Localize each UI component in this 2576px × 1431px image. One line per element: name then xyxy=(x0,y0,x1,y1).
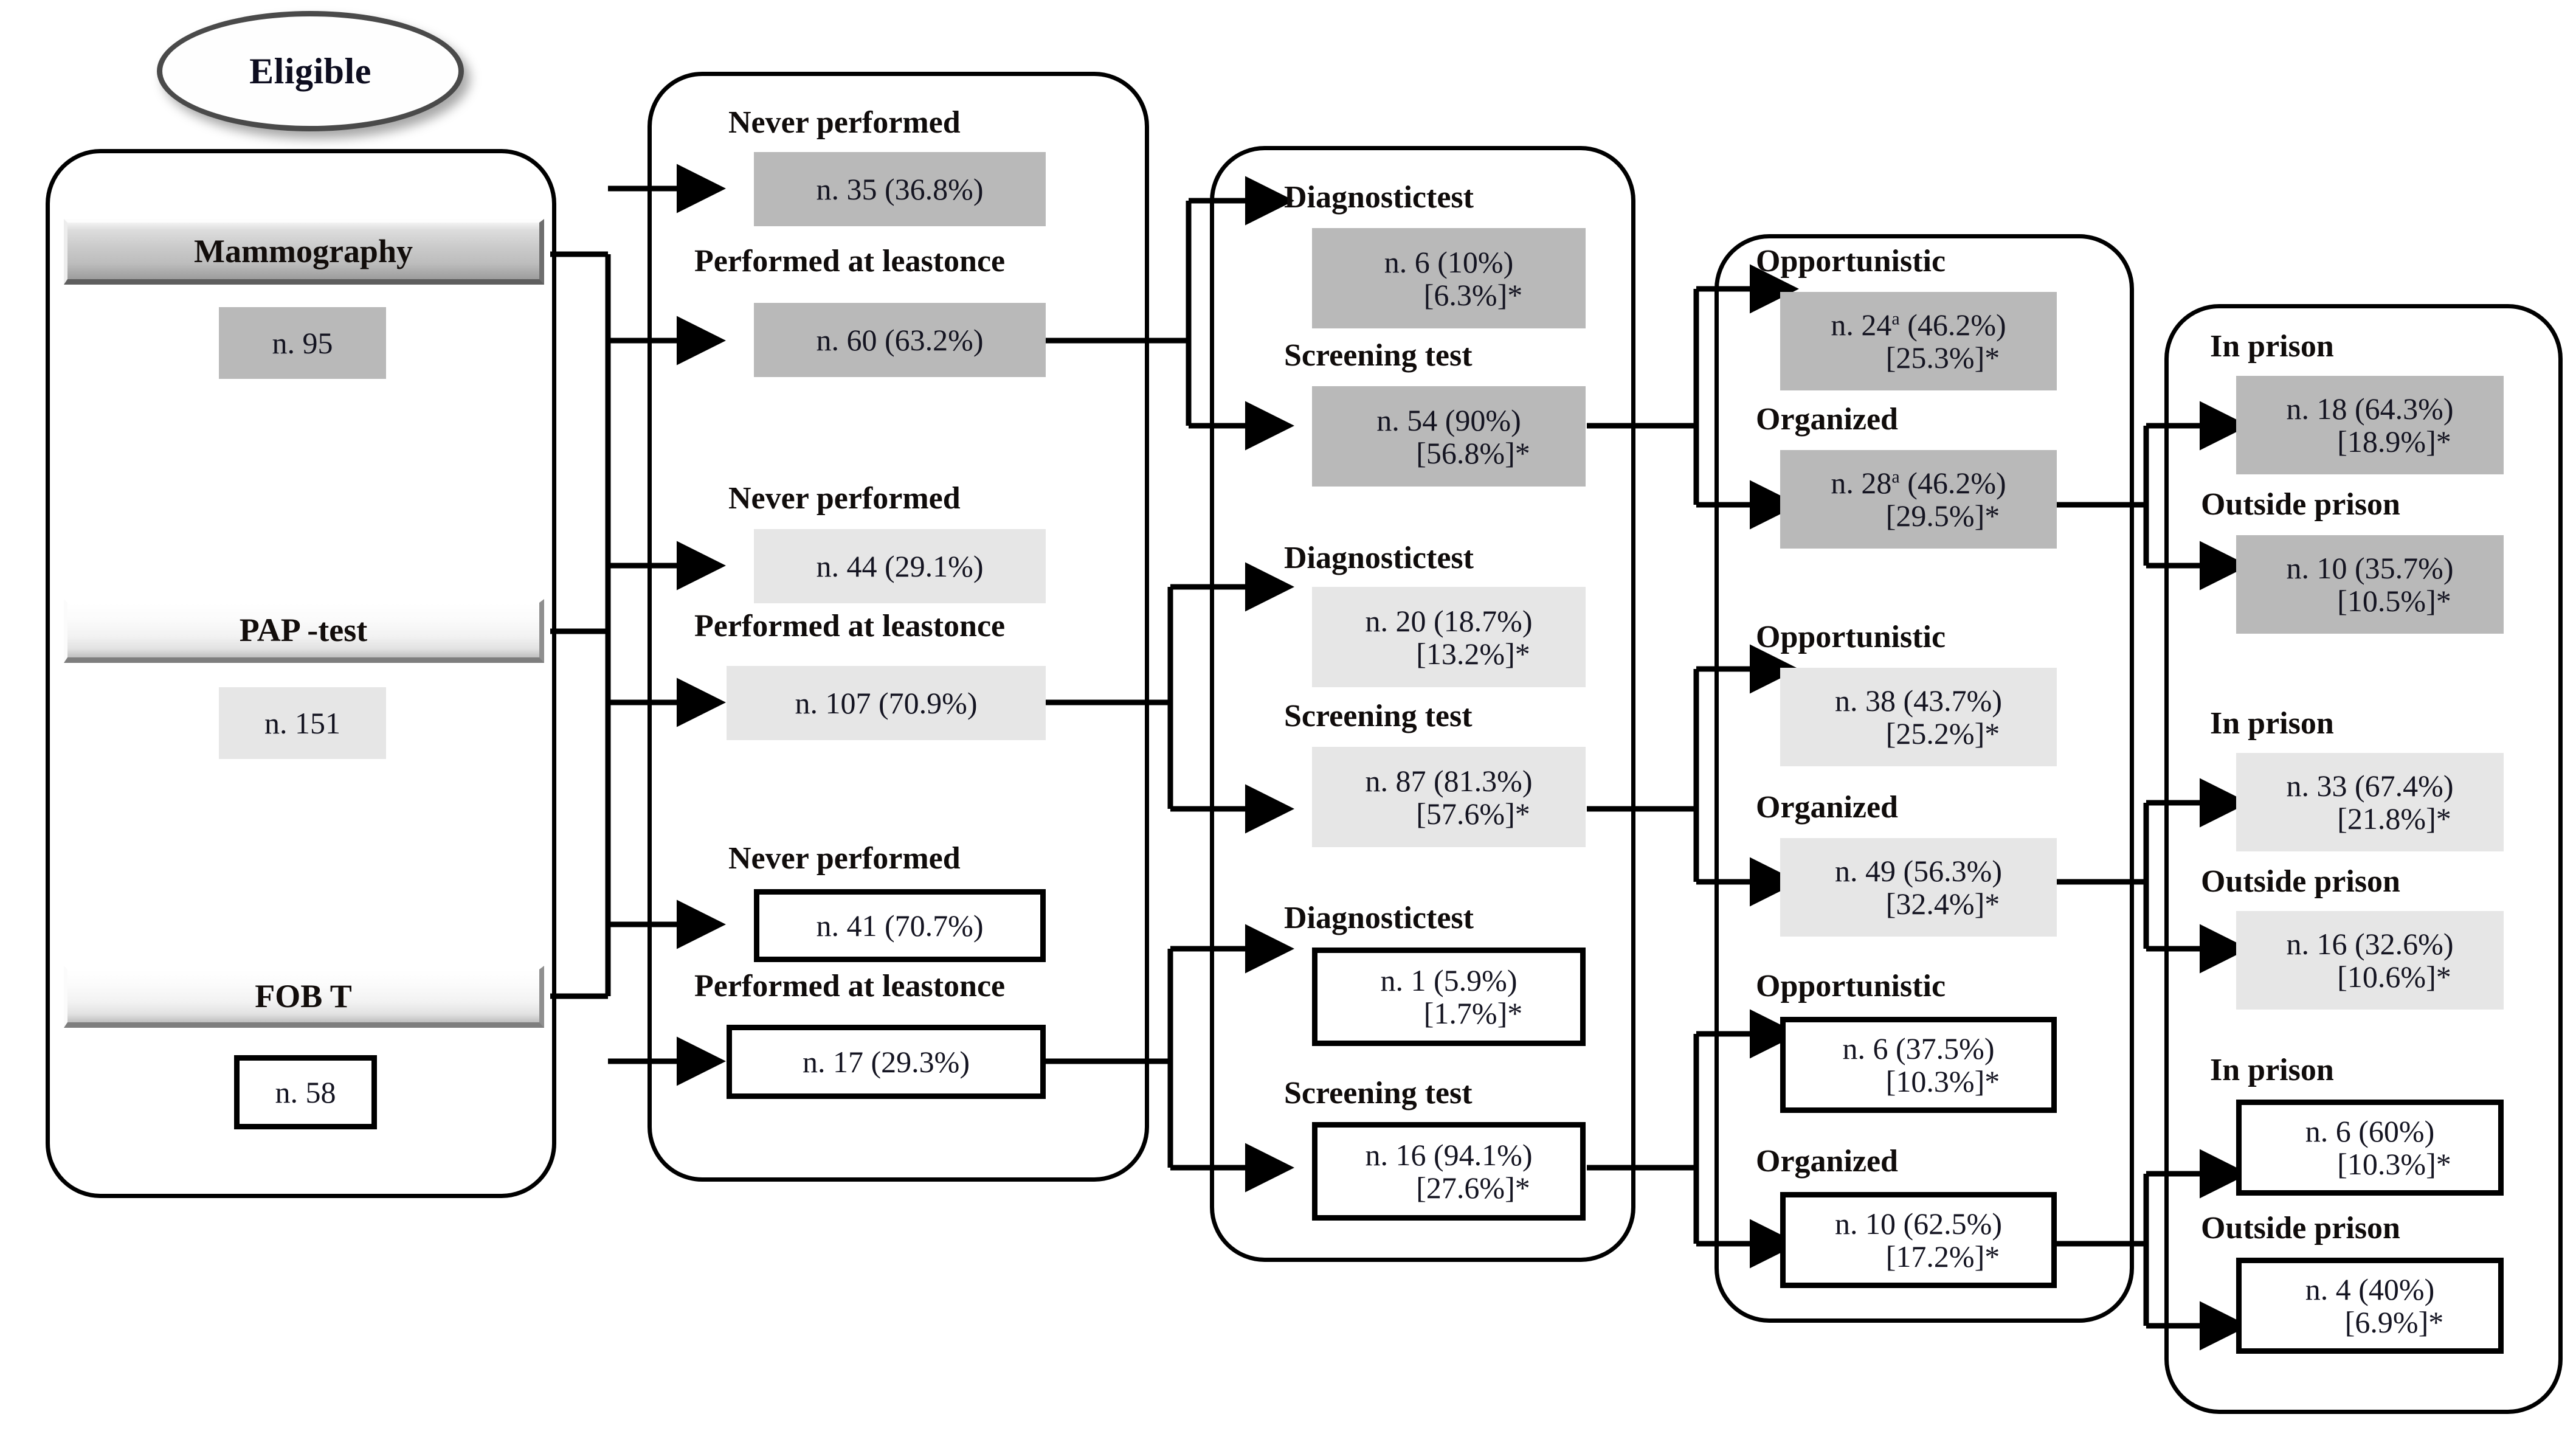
programme-label-mammography: Mammography xyxy=(194,232,413,269)
modality-box-fobt-opportunistic: n. 6 (37.5%) [10.3%]* xyxy=(1780,1017,2057,1113)
location-heading-mammography-out: Outside prison xyxy=(2201,487,2400,522)
modality-heading-pap-opportunistic: Opportunistic xyxy=(1756,620,1946,654)
programme-label-pap-test: PAP -test xyxy=(239,612,368,648)
participation-box-fobt-never: n. 41 (70.7%) xyxy=(754,889,1046,962)
modality-box-fobt-organized: n. 10 (62.5%) [17.2%]* xyxy=(1780,1192,2057,1288)
location-heading-mammography-in: In prison xyxy=(2210,329,2334,364)
programme-total-pap-test: n. 151 xyxy=(219,687,386,759)
test-heading-pap-screening: Screening test xyxy=(1284,699,1473,733)
participation-box-fobt-performed: n. 17 (29.3%) xyxy=(727,1025,1046,1099)
location-heading-fobt-in: In prison xyxy=(2210,1053,2334,1087)
location-box-fobt-in: n. 6 (60%) [10.3%]* xyxy=(2236,1100,2504,1196)
location-box-pap-out: n. 16 (32.6%) [10.6%]* xyxy=(2236,911,2504,1010)
location-box-mammography-in: n. 18 (64.3%) [18.9%]* xyxy=(2236,376,2504,474)
group-test-type xyxy=(1210,146,1635,1262)
eligible-node: Eligible xyxy=(157,11,464,131)
modality-box-pap-opportunistic: n. 38 (43.7%) [25.2%]* xyxy=(1780,668,2057,766)
participation-heading-fobt-performed: Performed at leastonce xyxy=(694,969,1006,1003)
programme-label-fobt: FOB T xyxy=(255,977,352,1014)
modality-box-mammography-organized: n. 28a (46.2%) [29.5%]* xyxy=(1780,450,2057,549)
group-participation xyxy=(647,72,1149,1182)
modality-heading-mammography-organized: Organized xyxy=(1756,402,1898,437)
location-heading-pap-in: In prison xyxy=(2210,706,2334,741)
modality-heading-pap-organized: Organized xyxy=(1756,790,1898,825)
test-heading-mammography-screening: Screening test xyxy=(1284,338,1473,373)
test-heading-fobt-diagnostic: Diagnostictest xyxy=(1284,901,1474,935)
location-box-pap-in: n. 33 (67.4%) [21.8%]* xyxy=(2236,753,2504,851)
group-screening-programme xyxy=(46,149,556,1198)
location-heading-fobt-out: Outside prison xyxy=(2201,1211,2400,1246)
participation-heading-mammography-never: Never performed xyxy=(728,105,961,140)
programme-bar-pap-test[interactable]: PAP -test xyxy=(64,599,544,663)
modality-box-pap-organized: n. 49 (56.3%) [32.4%]* xyxy=(1780,838,2057,937)
modality-value-line1: n. 24a (46.2%) xyxy=(1831,308,2006,342)
participation-box-mammography-never: n. 35 (36.8%) xyxy=(754,152,1046,226)
modality-value-line1: n. 28a (46.2%) xyxy=(1831,466,2006,500)
location-box-mammography-out: n. 10 (35.7%) [10.5%]* xyxy=(2236,535,2504,634)
test-heading-fobt-screening: Screening test xyxy=(1284,1076,1473,1110)
participation-heading-mammography-performed: Performed at leastonce xyxy=(694,244,1006,279)
participation-heading-pap-never: Never performed xyxy=(728,481,961,516)
test-box-pap-diagnostic: n. 20 (18.7%) [13.2%]* xyxy=(1312,587,1586,687)
modality-heading-fobt-opportunistic: Opportunistic xyxy=(1756,969,1946,1003)
test-heading-pap-diagnostic: Diagnostictest xyxy=(1284,541,1474,575)
location-box-fobt-out: n. 4 (40%) [6.9%]* xyxy=(2236,1258,2504,1354)
modality-heading-mammography-opportunistic: Opportunistic xyxy=(1756,244,1946,279)
participation-heading-fobt-never: Never performed xyxy=(728,841,961,876)
test-box-mammography-diagnostic: n. 6 (10%) [6.3%]* xyxy=(1312,228,1586,328)
group-screening-modality xyxy=(1714,234,2134,1323)
programme-bar-mammography[interactable]: Mammography xyxy=(64,219,544,285)
modality-heading-fobt-organized: Organized xyxy=(1756,1144,1898,1179)
participation-box-pap-performed: n. 107 (70.9%) xyxy=(727,666,1046,740)
participation-heading-pap-performed: Performed at leastonce xyxy=(694,609,1006,643)
test-heading-mammography-diagnostic: Diagnostictest xyxy=(1284,180,1474,215)
participation-box-pap-never: n. 44 (29.1%) xyxy=(754,529,1046,603)
location-heading-pap-out: Outside prison xyxy=(2201,864,2400,899)
eligible-label: Eligible xyxy=(249,50,371,91)
programme-bar-fobt[interactable]: FOB T xyxy=(64,966,544,1028)
group-location xyxy=(2164,304,2563,1414)
test-box-fobt-diagnostic: n. 1 (5.9%) [1.7%]* xyxy=(1312,948,1586,1046)
programme-total-fobt: n. 58 xyxy=(234,1055,377,1129)
test-box-pap-screening: n. 87 (81.3%) [57.6%]* xyxy=(1312,747,1586,847)
participation-box-mammography-performed: n. 60 (63.2%) xyxy=(754,303,1046,377)
test-box-fobt-screening: n. 16 (94.1%) [27.6%]* xyxy=(1312,1122,1586,1221)
modality-box-mammography-opportunistic: n. 24a (46.2%) [25.3%]* xyxy=(1780,292,2057,390)
test-box-mammography-screening: n. 54 (90%) [56.8%]* xyxy=(1312,386,1586,487)
programme-total-mammography: n. 95 xyxy=(219,307,386,379)
